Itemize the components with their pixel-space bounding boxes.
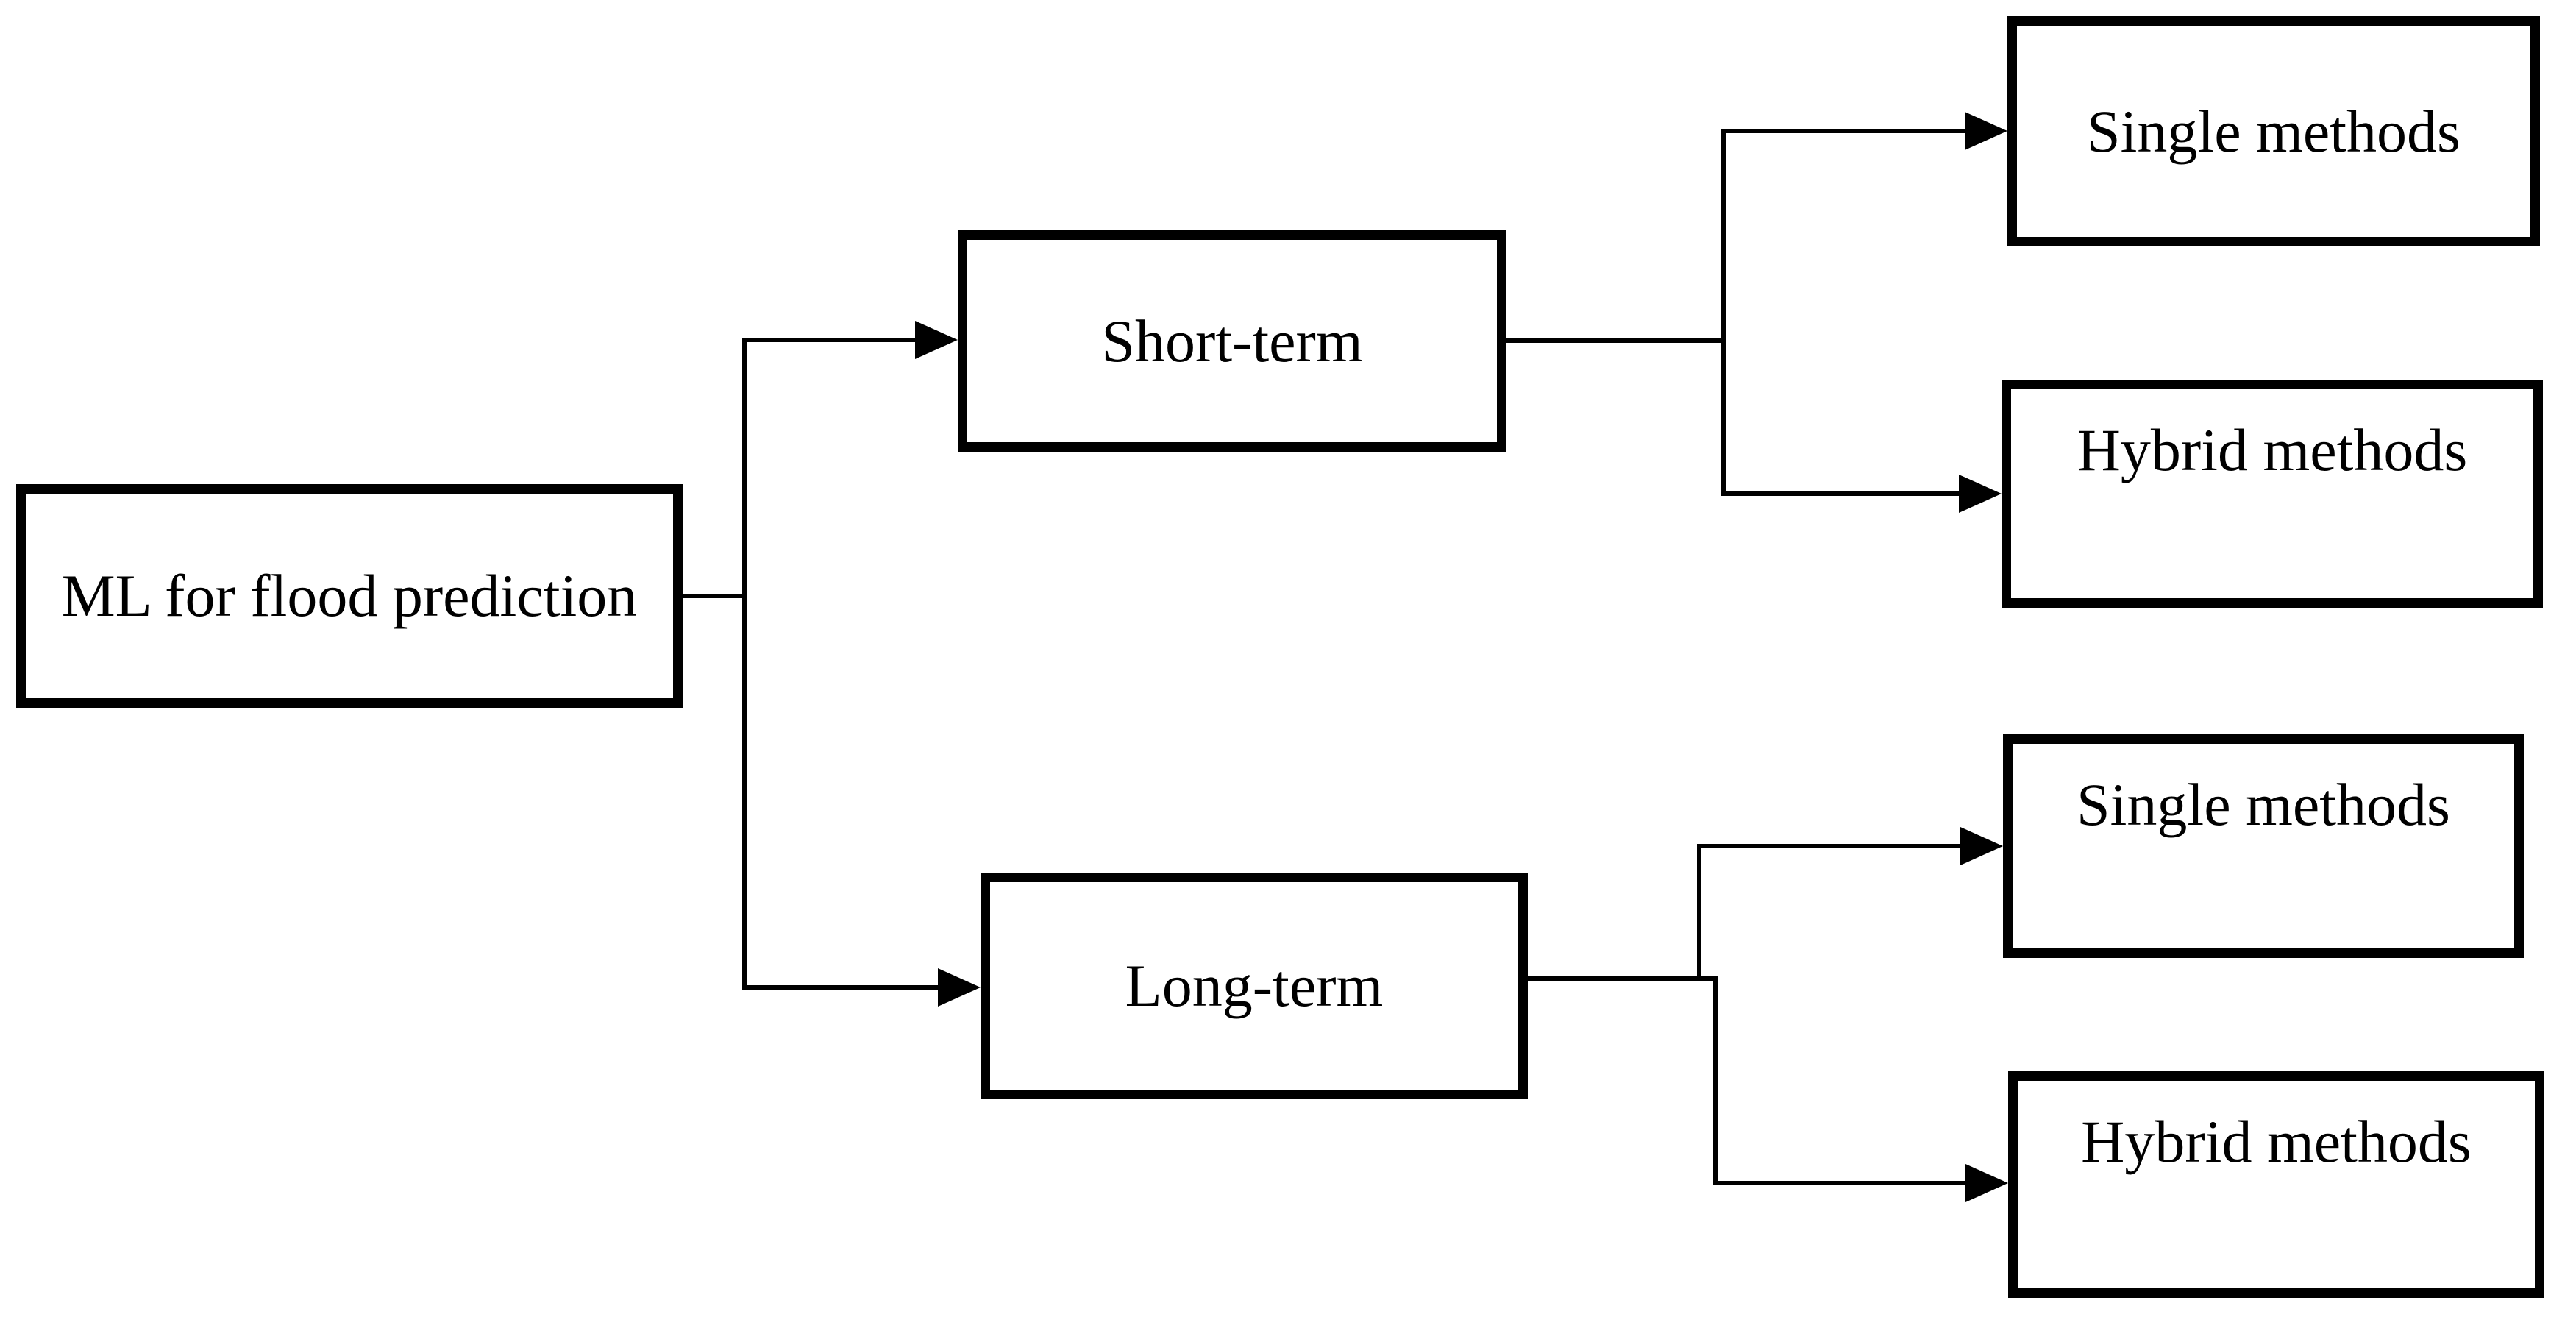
arrowhead-icon xyxy=(938,968,981,1007)
node-label: ML for flood prediction xyxy=(61,562,638,629)
node-label: Single methods xyxy=(2077,771,2450,838)
node-label: Short-term xyxy=(1101,307,1363,374)
node-short-term-hybrid-methods: Hybrid methods xyxy=(2002,380,2543,608)
node-long-term-hybrid-methods: Hybrid methods xyxy=(2008,1071,2544,1298)
arrowhead-icon xyxy=(1965,1164,2008,1202)
node-label: Hybrid methods xyxy=(2077,416,2468,483)
arrowhead-icon xyxy=(915,321,958,359)
node-label: Hybrid methods xyxy=(2081,1108,2472,1175)
node-short-term-single-methods: Single methods xyxy=(2007,16,2540,246)
node-label: Single methods xyxy=(2087,97,2461,165)
node-ml-for-flood-prediction: ML for flood prediction xyxy=(16,484,683,708)
arrowhead-icon xyxy=(1965,112,2007,150)
arrowhead-icon xyxy=(1960,827,2003,865)
node-long-term: Long-term xyxy=(981,873,1528,1099)
node-long-term-single-methods: Single methods xyxy=(2003,734,2524,958)
node-short-term: Short-term xyxy=(958,230,1506,452)
arrowhead-icon xyxy=(1959,475,2002,513)
node-label: Long-term xyxy=(1125,952,1384,1019)
